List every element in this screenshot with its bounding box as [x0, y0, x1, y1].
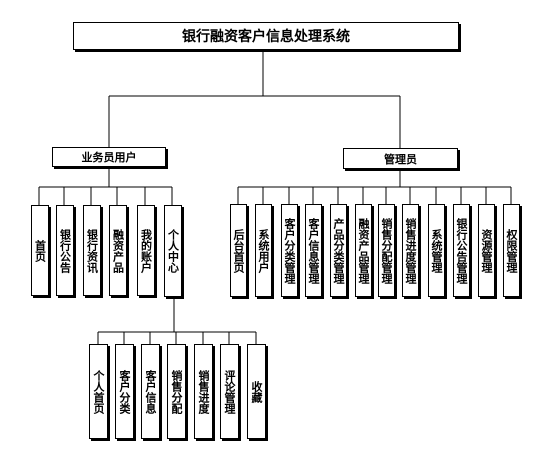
sub-item-customer-category: 客户分类 — [115, 344, 134, 439]
admin-item-system-users: 系统用户 — [255, 204, 272, 297]
admin-item-bank-notice: 银行公告管理 — [453, 204, 470, 297]
admin-item-finance-products: 融资产品管理 — [355, 204, 372, 297]
admin-item-product-category: 产品分类管理 — [330, 204, 347, 297]
sub-item-comment-management: 评论管理 — [220, 344, 239, 439]
admin-item-customer-info: 客户信息管理 — [305, 204, 322, 297]
admin-node: 管理员 — [343, 148, 458, 169]
staff-item-finance-products: 融资产品 — [109, 205, 127, 296]
staff-user-node: 业务员用户 — [52, 147, 166, 167]
sub-item-personal-home: 个人首页 — [89, 344, 108, 439]
admin-item-sales-progress: 销售进度管理 — [402, 204, 419, 297]
sub-item-sales-progress: 销售进度 — [194, 344, 213, 439]
staff-item-home: 首页 — [31, 205, 49, 296]
staff-item-personal-center: 个人中心 — [164, 205, 182, 297]
admin-item-system-management: 系统管理 — [428, 204, 445, 297]
sub-item-favorites: 收藏 — [247, 344, 266, 439]
admin-item-customer-category: 客户分类管理 — [281, 204, 298, 297]
admin-item-backend-home: 后台首页 — [230, 204, 247, 297]
staff-item-bank-notice: 银行公告 — [56, 205, 74, 296]
admin-item-sales-allocation: 销售分配管理 — [378, 204, 395, 297]
system-title: 银行融资客户信息处理系统 — [73, 22, 459, 50]
staff-item-bank-news: 银行资讯 — [83, 205, 101, 296]
admin-item-permissions: 权限管理 — [503, 204, 520, 297]
admin-item-resources: 资源管理 — [478, 204, 495, 297]
sub-item-customer-info: 客户信息 — [141, 344, 160, 439]
staff-item-my-account: 我的账户 — [137, 205, 155, 296]
sub-item-sales-allocation: 销售分配 — [167, 344, 186, 439]
